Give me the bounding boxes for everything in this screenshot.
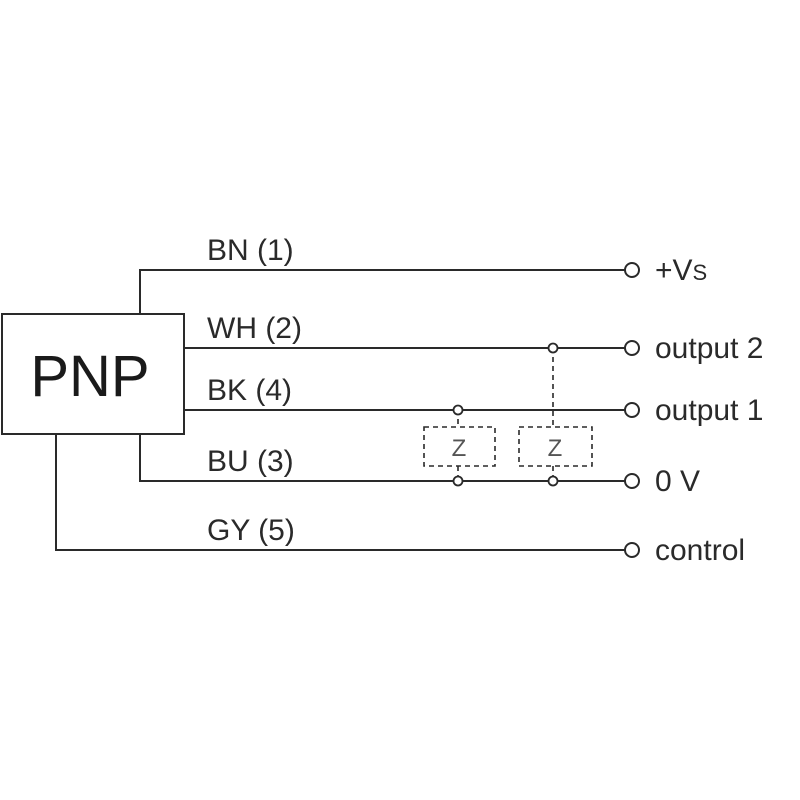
device-label: PNP: [30, 344, 149, 409]
load-2-label: Z: [548, 435, 563, 462]
wire-label-wh: WH (2): [207, 312, 302, 345]
terminal-output-2[interactable]: [624, 340, 640, 356]
terminal-label-vs: +VS: [655, 254, 707, 287]
junction-load-2-top: [547, 342, 559, 354]
terminal-label-output-1: output 1: [655, 394, 763, 427]
junction-load-1-bottom: [452, 475, 464, 487]
wire-label-gy: GY (5): [207, 514, 295, 547]
terminal-vs[interactable]: [624, 262, 640, 278]
terminal-label-output-2: output 2: [655, 332, 763, 365]
pnp-device-box: [1, 313, 185, 435]
terminal-0v[interactable]: [624, 473, 640, 489]
wire-label-bu: BU (3): [207, 445, 294, 478]
load-2-box: [518, 426, 593, 467]
load-1-box: [423, 426, 496, 467]
junction-load-2-bottom: [547, 475, 559, 487]
terminal-output-1[interactable]: [624, 402, 640, 418]
terminal-label-control: control: [655, 534, 745, 567]
wire-label-bn: BN (1): [207, 234, 294, 267]
wire-label-bk: BK (4): [207, 374, 292, 407]
wire-gy: [55, 434, 625, 551]
terminal-label-0v: 0 V: [655, 465, 700, 498]
terminal-control[interactable]: [624, 542, 640, 558]
junction-load-1-top: [452, 404, 464, 416]
load-1-label: Z: [452, 435, 467, 462]
wire-bn: [139, 269, 625, 314]
